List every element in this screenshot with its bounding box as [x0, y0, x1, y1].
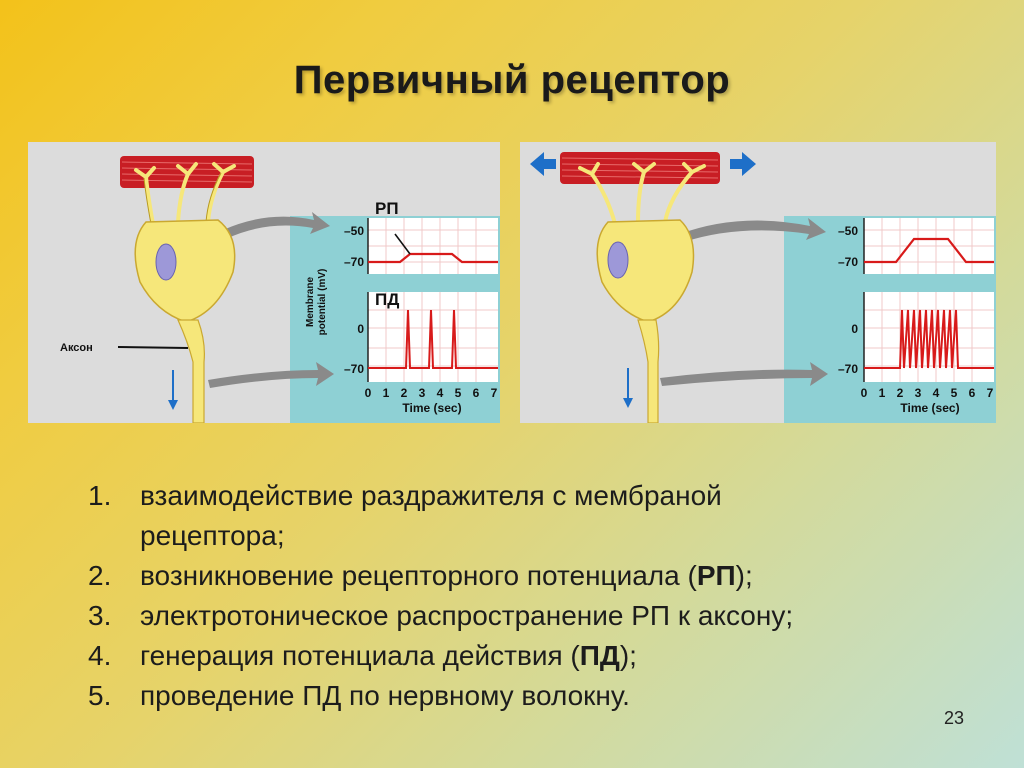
pd-tick-label: 0 [357, 322, 364, 336]
x-tick-label: 7 [987, 386, 994, 400]
list-item-text: рецептора; [140, 520, 285, 551]
list-item-text-post: ); [735, 560, 753, 591]
list-item-number: 4. [88, 640, 112, 671]
arrow-to-pd-icon [660, 362, 828, 386]
axon-label: Аксон [60, 342, 93, 354]
rp-tick-label: –70 [344, 255, 364, 269]
down-arrow-icon [168, 370, 178, 410]
pd-tick-label: –70 [838, 362, 858, 376]
list-item: 2. возникновение рецепторного потенциала… [88, 556, 968, 596]
y-axis-label-line1: Membrane [305, 277, 316, 327]
list-item-text-pre: генерация потенциала действия ( [140, 640, 580, 671]
y-axis-label: Membrane potential (mV) [305, 269, 328, 336]
x-tick-label: 1 [383, 386, 390, 400]
x-axis-label: Time (sec) [900, 401, 959, 415]
dendrites [578, 162, 706, 226]
axon [177, 319, 205, 423]
figure-left-panel: –50 –70 0 –70 РП ПД Membrane potential (… [28, 142, 500, 423]
rp-grid [368, 218, 498, 274]
x-tick-label: 5 [455, 386, 462, 400]
stretch-left-arrow-icon [530, 152, 556, 176]
pd-trace [864, 309, 994, 369]
x-tick-label: 4 [437, 386, 444, 400]
list-item-number: 5. [88, 680, 112, 711]
list-item-number: 1. [88, 480, 112, 511]
list-item-text-post: ); [619, 640, 637, 671]
list-item: 5. проведение ПД по нервному волокну. [88, 676, 968, 716]
pd-tick-label: 0 [851, 322, 858, 336]
x-tick-label: 2 [897, 386, 904, 400]
rp-tick-label: –50 [344, 224, 364, 238]
x-tick-label: 3 [915, 386, 922, 400]
dendrites [134, 162, 236, 226]
rp-label: РП [375, 199, 399, 218]
pd-label: ПД [375, 290, 399, 309]
rp-trace [864, 237, 994, 264]
neuron-body [134, 219, 236, 323]
nucleus [155, 243, 177, 281]
axon [637, 319, 660, 423]
arrow-to-rp-icon [680, 218, 826, 242]
x-tick-label: 0 [861, 386, 868, 400]
nucleus [607, 241, 629, 279]
x-tick-label: 6 [473, 386, 480, 400]
x-tick-label: 2 [401, 386, 408, 400]
pd-trace [368, 309, 498, 369]
pd-tick-label: –70 [344, 362, 364, 376]
axon-pointer [117, 346, 189, 349]
dendrite-outline [143, 172, 222, 225]
x-axis-label: Time (sec) [402, 401, 461, 415]
stretch-right-arrow-icon [730, 152, 756, 176]
x-tick-label: 7 [491, 386, 498, 400]
steps-list: 1. взаимодействие раздражителя с мембран… [88, 476, 968, 716]
x-tick-labels: 0 1 2 3 4 5 6 7 [861, 386, 994, 400]
rp-trace [368, 252, 498, 264]
list-item-text-pre: возникновение рецепторного потенциала ( [140, 560, 697, 591]
x-tick-label: 0 [365, 386, 372, 400]
down-arrow-icon [623, 368, 633, 408]
list-item-text: взаимодействие раздражителя с мембраной [140, 480, 722, 511]
list-item-text: электротоническое распространение РП к а… [140, 600, 794, 631]
list-item-bold-term: РП [696, 560, 736, 591]
list-item-bold-term: ПД [579, 640, 620, 671]
y-axis-label-line2: potential (mV) [317, 269, 328, 336]
rp-tick-label: –50 [838, 224, 858, 238]
figure-left-svg: –50 –70 0 –70 РП ПД Membrane potential (… [60, 156, 500, 423]
x-tick-label: 4 [933, 386, 940, 400]
list-item: 3. электротоническое распространение РП … [88, 596, 968, 636]
x-tick-labels: 0 1 2 3 4 5 6 7 [365, 386, 498, 400]
list-item-text: проведение ПД по нервному волокну. [140, 680, 630, 711]
arrow-to-rp-icon [223, 212, 330, 238]
x-tick-label: 1 [879, 386, 886, 400]
figure-right-svg: –50 –70 0 –70 0 1 2 3 4 5 6 7 Time (sec) [530, 152, 996, 423]
page-number: 23 [943, 708, 964, 728]
x-tick-label: 3 [419, 386, 426, 400]
list-item-number: 2. [88, 560, 112, 591]
x-tick-label: 5 [951, 386, 958, 400]
arrow-to-pd-icon [208, 362, 334, 388]
x-tick-label: 6 [969, 386, 976, 400]
list-item: 1. взаимодействие раздражителя с мембран… [88, 476, 968, 516]
rp-tick-label: –70 [838, 255, 858, 269]
list-item-continuation: рецептора; [88, 516, 968, 556]
slide-title: Первичный рецептор [293, 58, 731, 102]
figure-right-panel: –50 –70 0 –70 0 1 2 3 4 5 6 7 Time (sec) [520, 142, 996, 423]
list-item: 4. генерация потенциала действия (ПД); [88, 636, 968, 676]
rp-pointer [394, 233, 411, 255]
list-item-number: 3. [88, 600, 112, 631]
